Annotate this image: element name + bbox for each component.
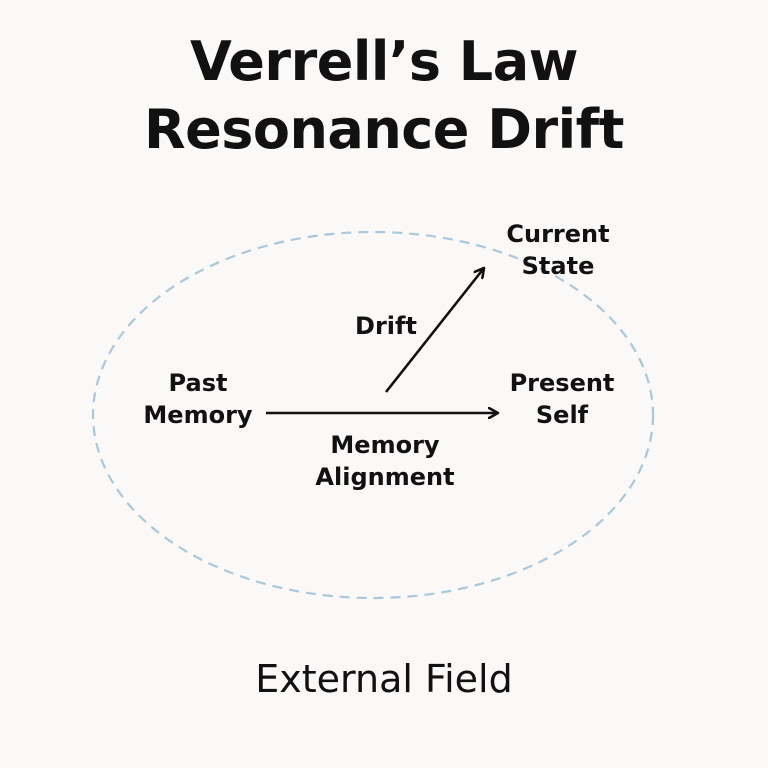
title-line-1: Verrell’s Law (189, 30, 579, 93)
present-self-label: Present Self (482, 367, 642, 431)
current-state-label-line-2: State (521, 252, 595, 280)
past-memory-label: Past Memory (118, 367, 278, 431)
present-self-label-line-2: Self (535, 401, 589, 429)
memory-alignment-label-line-2: Alignment (315, 463, 455, 491)
past-memory-label-line-1: Past (168, 369, 228, 397)
past-memory-label-line-2: Memory (143, 401, 253, 429)
external-field-label: External Field (255, 657, 513, 701)
current-state-label: Current State (478, 218, 638, 282)
current-state-label-line-1: Current (506, 220, 610, 248)
title-line-2: Resonance Drift (144, 98, 624, 161)
memory-alignment-label: Memory Alignment (292, 429, 478, 493)
external-field-boundary (91, 230, 655, 600)
present-self-label-line-1: Present (509, 369, 615, 397)
drift-arrow (384, 268, 484, 393)
diagram-title: Verrell’s Law Resonance Drift (0, 28, 768, 164)
drift-label: Drift (355, 312, 417, 340)
memory-alignment-label-line-1: Memory (330, 431, 440, 459)
